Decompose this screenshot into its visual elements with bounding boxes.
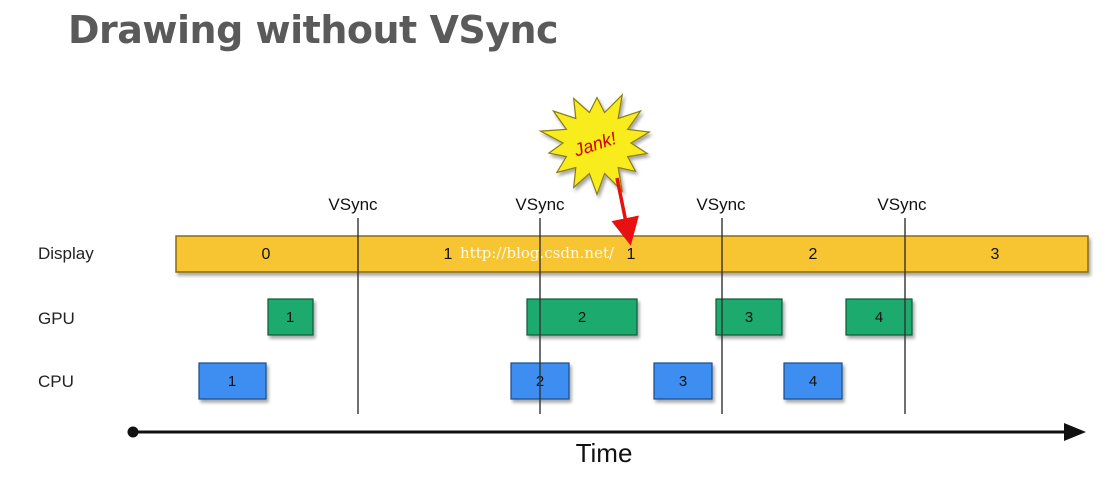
gpu-frame-4-label: 4 [875, 309, 883, 326]
display-frame-1: 1 [444, 246, 453, 263]
time-axis-arrowhead-icon [1064, 423, 1086, 441]
page-title: Drawing without VSync [68, 8, 559, 52]
cpu-frame-1-box [198, 362, 267, 400]
vsync-label-2: VSync [515, 195, 565, 214]
cpu-frame-1-label: 1 [228, 373, 236, 390]
jank-starburst-icon [538, 93, 652, 197]
jank-arrow [611, 177, 639, 246]
cpu-frame-3-box [653, 362, 713, 400]
gpu-frame-4-box [845, 298, 913, 336]
cpu-frame-4-label: 4 [809, 373, 817, 390]
vsync-label-3: VSync [696, 195, 746, 214]
watermark-text: http://blog.csdn.net/ [460, 244, 615, 262]
gpu-frame-2-label: 2 [578, 309, 586, 326]
display-frame-3: 3 [991, 246, 1000, 263]
row-label-cpu: CPU [38, 372, 74, 391]
vsync-label-1: VSync [328, 195, 378, 214]
gpu-frame-1-box [267, 298, 314, 336]
row-label-gpu: GPU [38, 309, 75, 328]
gpu-frame-3-box [715, 298, 783, 336]
display-frame-2: 2 [809, 246, 818, 263]
cpu-frame-3-label: 3 [679, 373, 687, 390]
row-label-display: Display [38, 244, 94, 263]
display-frame-0: 0 [262, 246, 271, 263]
gpu-frame-2-box [526, 298, 638, 336]
cpu-frame-4-box [783, 362, 843, 400]
gpu-frame-3-label: 3 [745, 309, 753, 326]
time-axis-label: Time [576, 438, 633, 468]
gpu-frame-1-label: 1 [286, 309, 294, 326]
display-frame-1-repeat: 1 [627, 246, 636, 263]
vsync-label-4: VSync [877, 195, 927, 214]
